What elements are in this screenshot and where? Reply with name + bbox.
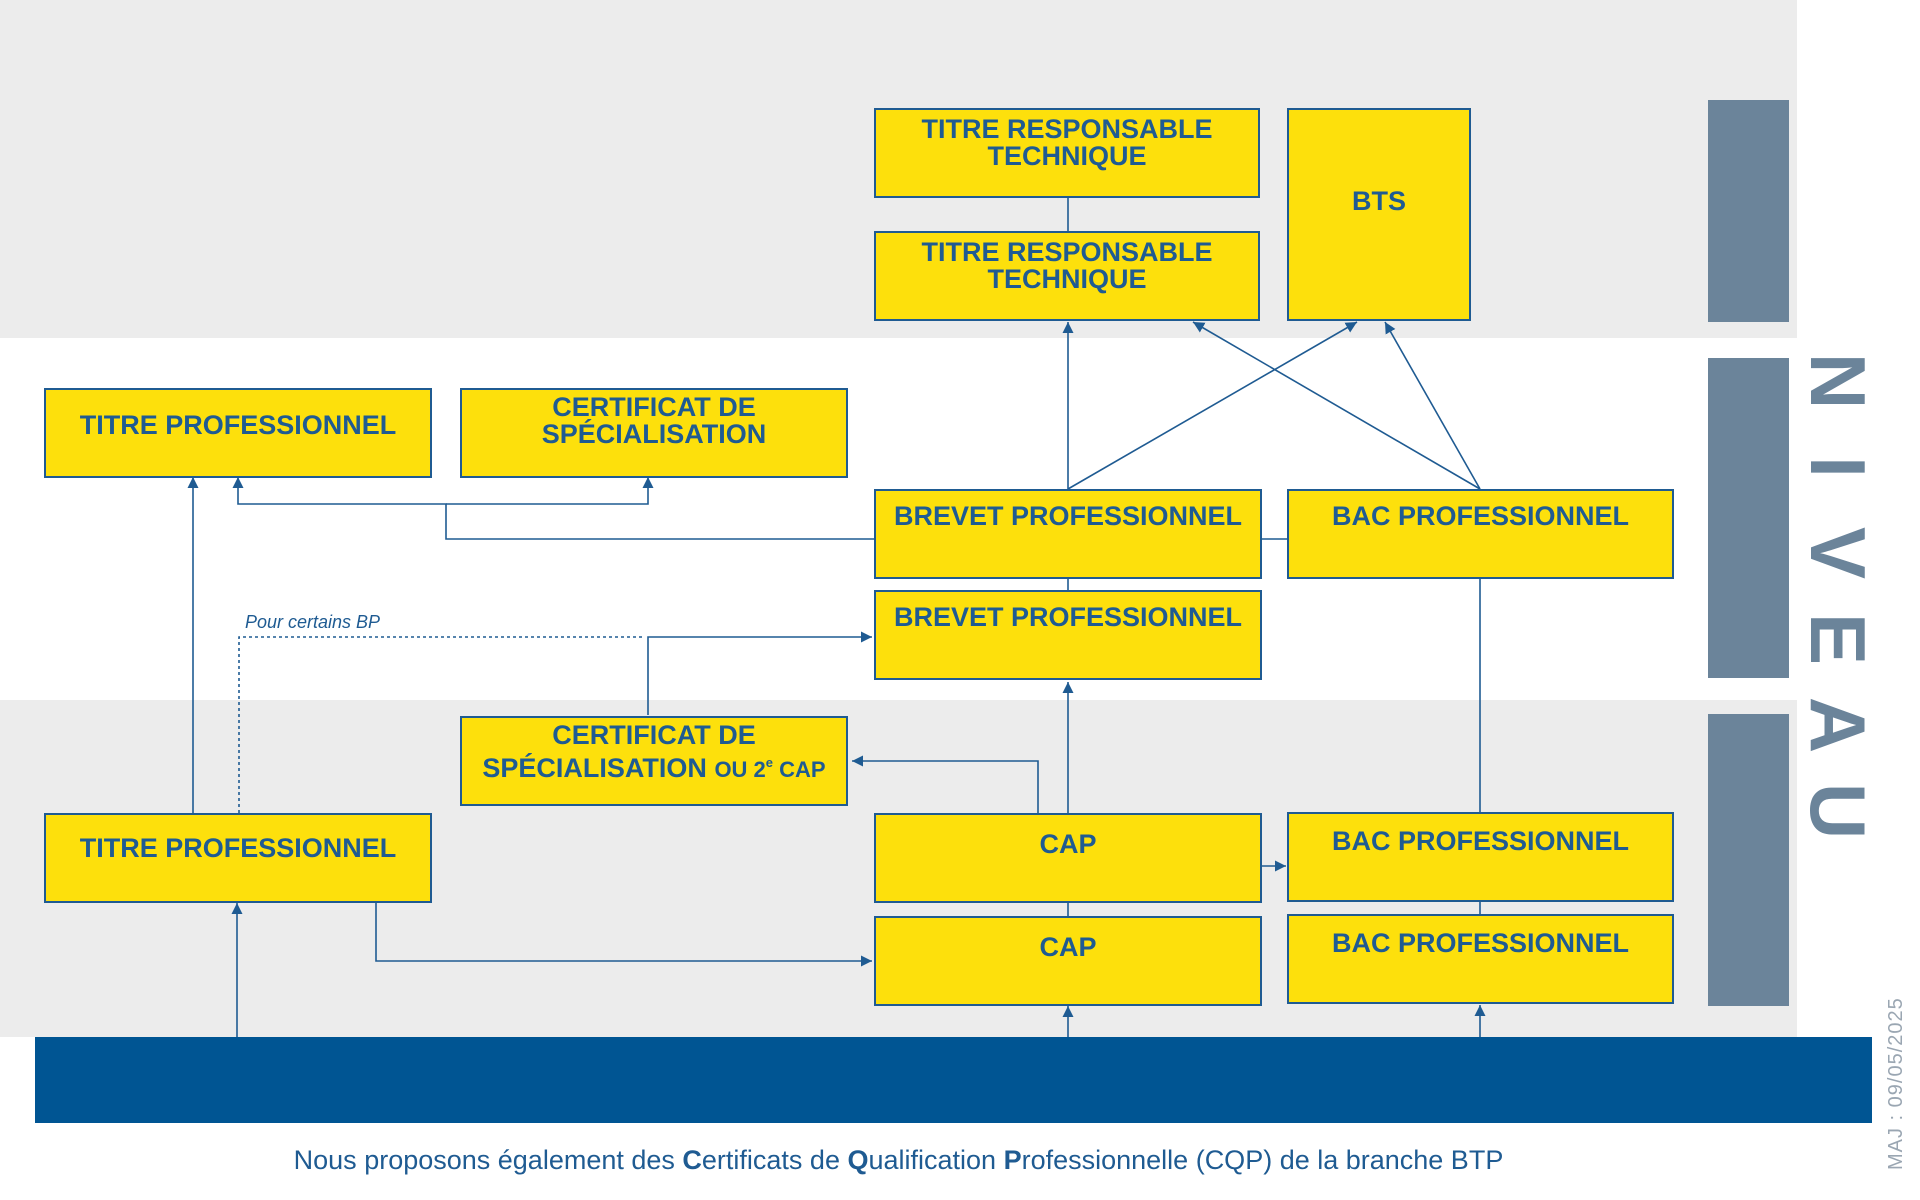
box-line-small: OU 2 [714, 757, 766, 782]
box-line: TITRE RESPONSABLE [921, 114, 1213, 144]
box-bac-pro-2: BAC PROFESSIONNEL [1287, 914, 1674, 1004]
box-certif-spec-upper: CERTIFICAT DE SPÉCIALISATION [460, 388, 848, 478]
arrow-bp-to-bts [1067, 321, 1358, 490]
arrow-bp-to-titre-pro-upper [232, 477, 874, 540]
box-brevet-pro-1: BREVET PROFESSIONNEL [874, 489, 1262, 579]
box-brevet-pro-2: BREVET PROFESSIONNEL [874, 590, 1262, 680]
arrow-certif-to-bp [647, 631, 872, 715]
arrow-bac-to-bts [1384, 321, 1481, 490]
arrow-titre-pro-to-cap [375, 903, 872, 967]
note-pour-certains-bp: Pour certains BP [245, 612, 381, 632]
footer-bold: P [1003, 1145, 1022, 1175]
footer-part: Nous proposons également des [293, 1145, 683, 1175]
box-bac-pro-upper: BAC PROFESSIONNEL [1287, 489, 1674, 579]
footer-text: Nous proposons également des Certificats… [0, 1145, 1797, 1176]
box-line: TITRE RESPONSABLE [921, 237, 1213, 267]
niveau-bar-top [1708, 100, 1789, 322]
footer-bold: C [682, 1145, 702, 1175]
box-cap-2: CAP [874, 916, 1262, 1006]
footer-part: ertificats de [701, 1145, 848, 1175]
footer-bold: Q [847, 1145, 869, 1175]
box-line-sup: e [765, 755, 774, 770]
arrow-cap-to-certif [852, 755, 1039, 813]
arrow-bac-to-titre-resp [1192, 321, 1481, 490]
arrow-bp-to-certif-upper [446, 477, 654, 505]
box-titre-pro-upper: TITRE PROFESSIONNEL [44, 388, 432, 478]
maj-date: MAJ : 09/05/2025 [1885, 997, 1907, 1170]
niveau-bar-middle [1708, 358, 1789, 678]
box-bts: BTS [1287, 108, 1471, 321]
box-line: CERTIFICAT DE [552, 720, 756, 750]
box-line: BAC PROFESSIONNEL [1331, 928, 1630, 958]
box-line: SPÉCIALISATION [541, 419, 767, 449]
box-line: BTS [1352, 186, 1406, 216]
box-line: BREVET PROFESSIONNEL [893, 501, 1243, 531]
box-line-main: SPÉCIALISATION [482, 753, 707, 783]
box-line: CAP [1039, 932, 1097, 962]
dotted-pour-certains-bp [238, 636, 643, 813]
box-line: TITRE PROFESSIONNEL [79, 410, 397, 440]
footer-part: ualification [868, 1145, 1004, 1175]
footer-part: rofessionnelle (CQP) de la branche BTP [1021, 1145, 1504, 1175]
box-titre-resp-tech-bottom: TITRE RESPONSABLE TECHNIQUE [874, 231, 1260, 321]
base-bar [35, 1037, 1872, 1123]
box-titre-resp-tech-top: TITRE RESPONSABLE TECHNIQUE [874, 108, 1260, 198]
box-line: BAC PROFESSIONNEL [1331, 826, 1630, 856]
box-line: TECHNIQUE [987, 141, 1147, 171]
box-titre-pro-lower: TITRE PROFESSIONNEL [44, 813, 432, 903]
box-line: SPÉCIALISATION OU 2e CAP [462, 749, 846, 783]
box-line: TECHNIQUE [987, 264, 1147, 294]
niveau-bar-bottom [1708, 714, 1789, 1006]
box-bac-pro-1: BAC PROFESSIONNEL [1287, 812, 1674, 902]
box-line: CERTIFICAT DE [552, 392, 756, 422]
box-line-small: CAP [773, 757, 826, 782]
box-line: CAP [1039, 829, 1097, 859]
box-line: BREVET PROFESSIONNEL [893, 602, 1243, 632]
box-line: TITRE PROFESSIONNEL [79, 833, 397, 863]
box-certif-spec-lower: CERTIFICAT DE SPÉCIALISATION OU 2e CAP [460, 716, 848, 806]
box-line: BAC PROFESSIONNEL [1331, 501, 1630, 531]
box-cap-1: CAP [874, 813, 1262, 903]
